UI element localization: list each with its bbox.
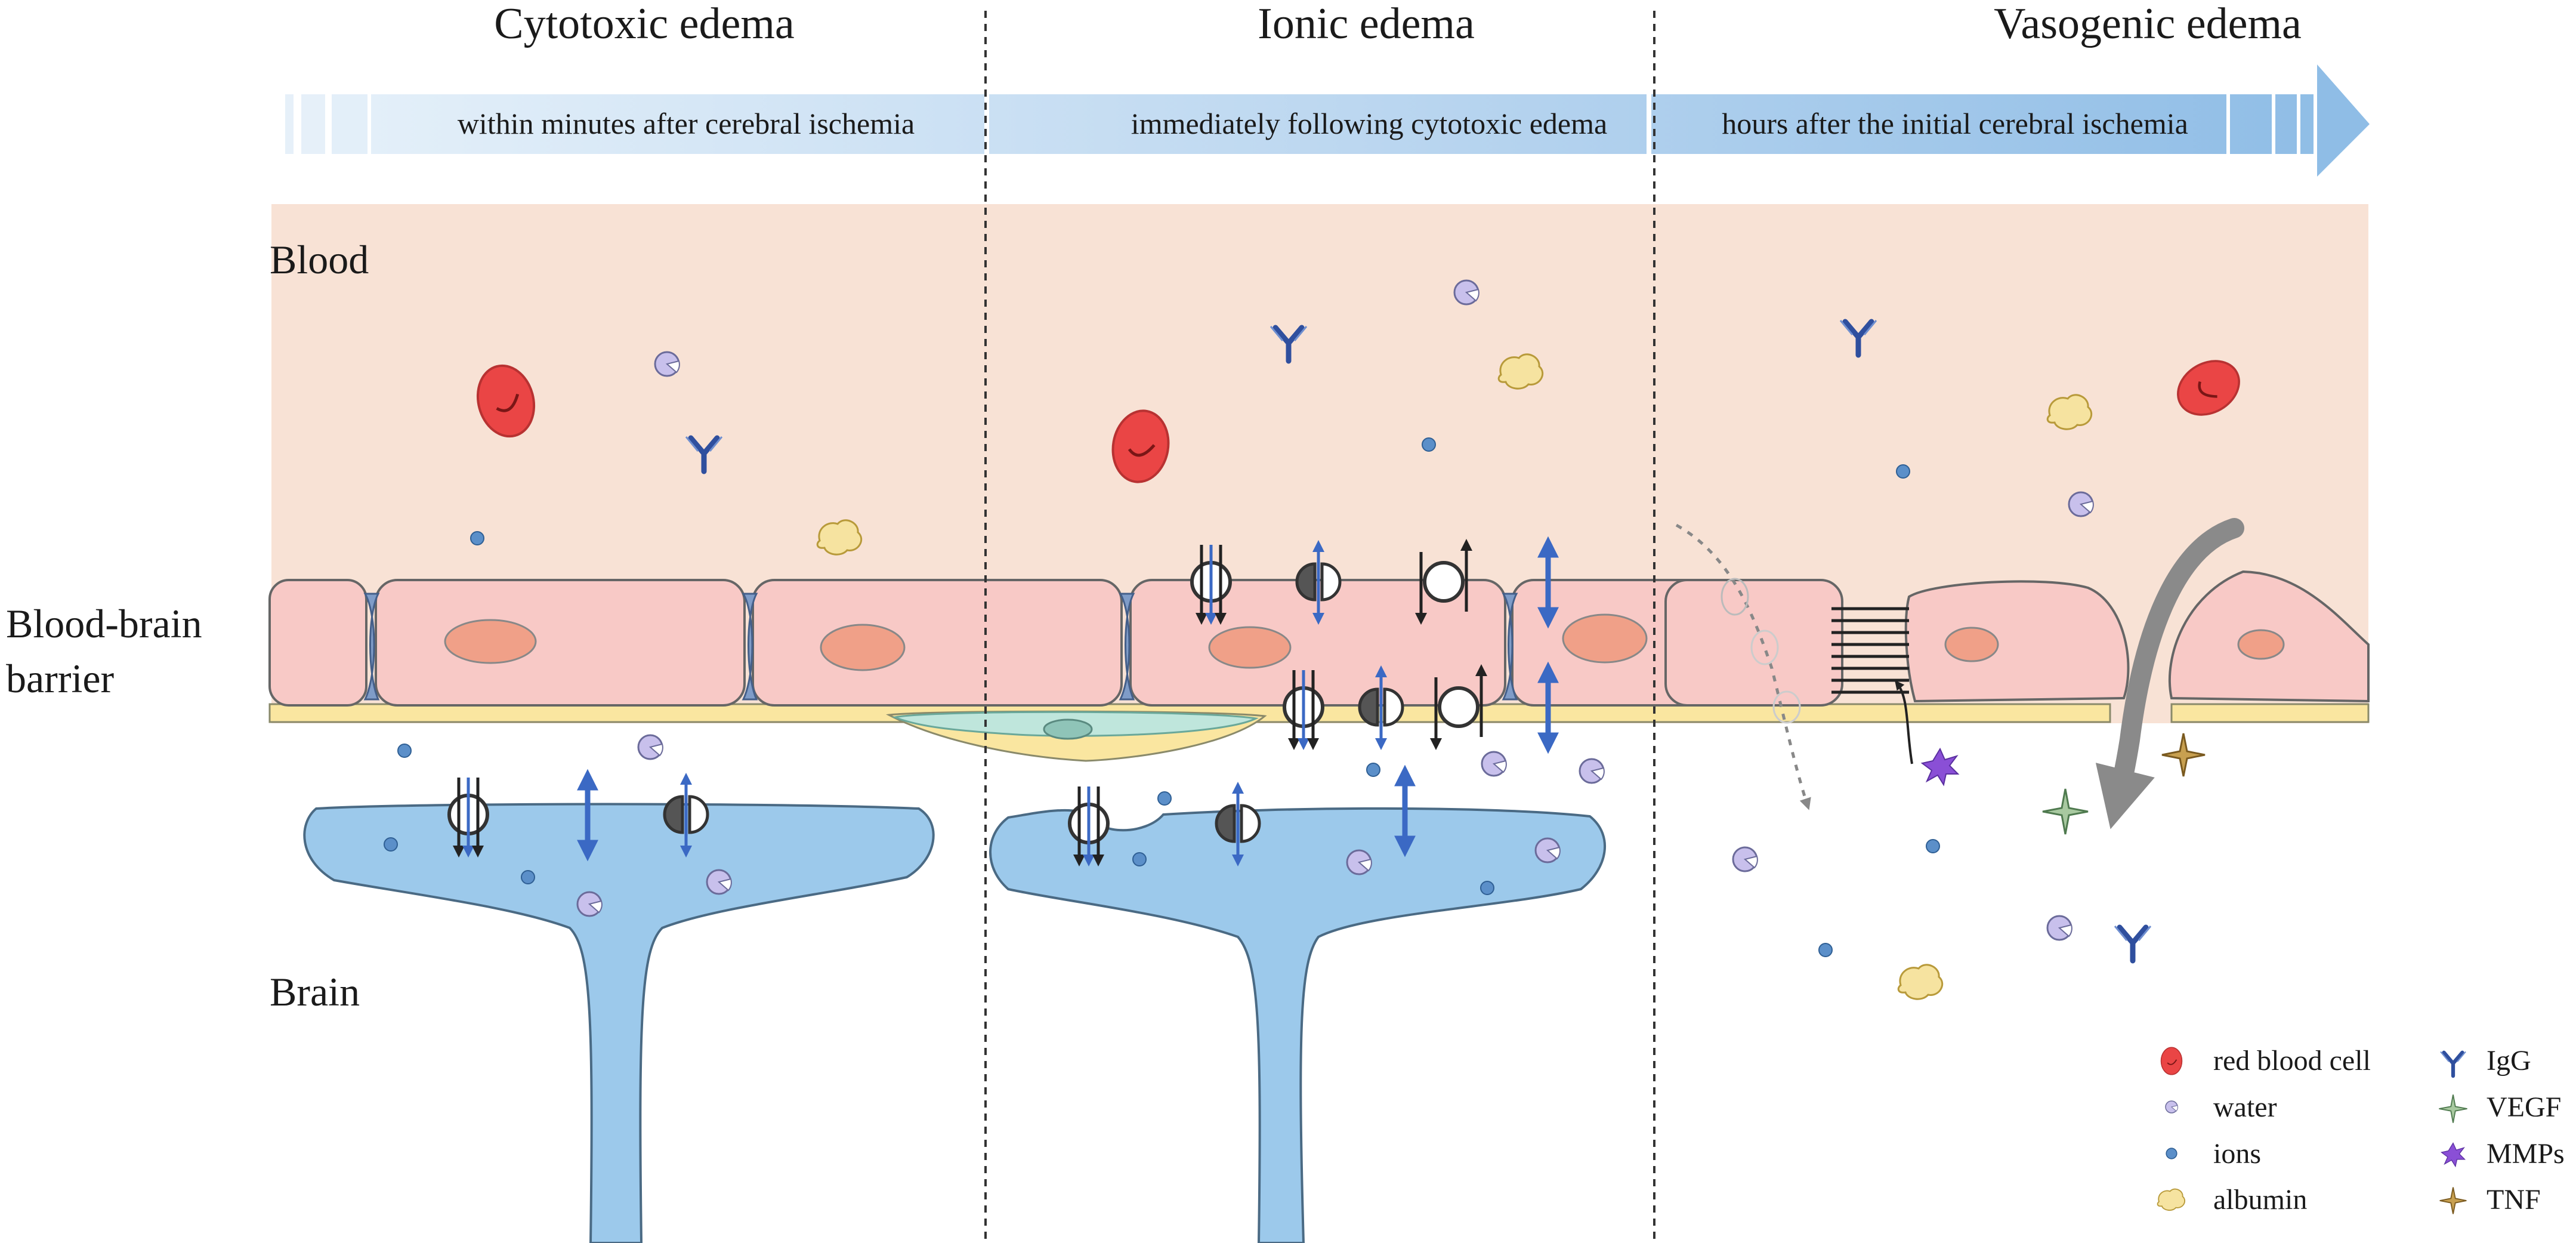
ion-icon	[1926, 839, 1940, 853]
water-icon	[1481, 751, 1508, 777]
legend-ion-icon	[2166, 1148, 2177, 1159]
banner-text-vasogenic: hours after the initial cerebral ischemi…	[1722, 107, 2188, 140]
igg-icon	[2115, 926, 2151, 961]
region-label-brain: Brain	[270, 969, 360, 1014]
albumin-icon	[1897, 964, 1944, 1000]
water-icon	[576, 891, 603, 917]
paracellular-leak-arrow	[1675, 523, 1811, 810]
water-icon	[1534, 837, 1561, 863]
legend-label-water: water	[2213, 1091, 2277, 1123]
water-icon	[706, 869, 733, 895]
barrier-breakdown-arrow	[2095, 518, 2244, 829]
tight-junctions	[363, 593, 1518, 701]
neuron-ionic	[989, 807, 1606, 1243]
water-icon	[1732, 846, 1759, 872]
ion-icon	[1896, 464, 1910, 479]
vegf-icon-scene	[2042, 788, 2089, 835]
water-icon	[1453, 279, 1480, 306]
legend: red blood cell water ions albumin IgG VE…	[2157, 1045, 2565, 1216]
ion-icon	[1366, 763, 1380, 777]
legend-igg-icon	[2441, 1051, 2466, 1076]
legend-red-blood-cell-icon	[2160, 1047, 2183, 1075]
water-icon	[1579, 758, 1605, 784]
legend-label-mmps: MMPs	[2487, 1138, 2565, 1170]
legend-water-icon	[2165, 1100, 2179, 1114]
legend-label-albumin: albumin	[2213, 1184, 2307, 1216]
legend-tnf-icon	[2439, 1187, 2467, 1214]
tnf-icon-scene	[2161, 733, 2206, 777]
region-label-bbb-line1: Blood-brain	[6, 601, 202, 646]
water-icon	[637, 734, 664, 760]
ion-icon	[1132, 852, 1147, 866]
neuron-cytotoxic	[303, 803, 935, 1243]
stage-title-vasogenic: Vasogenic edema	[1994, 0, 2302, 48]
banner-text-ionic: immediately following cytotoxic edema	[1131, 107, 1607, 140]
banner-text-cytotoxic: within minutes after cerebral ischemia	[458, 107, 915, 140]
water-icon	[2068, 491, 2095, 517]
ion-icon	[384, 837, 398, 852]
region-label-blood: Blood	[270, 237, 369, 282]
legend-label-red-blood-cell: red blood cell	[2213, 1045, 2371, 1077]
ion-icon	[1157, 791, 1172, 806]
legend-mmp-icon	[2440, 1142, 2466, 1168]
mmp-action-arrow	[1895, 680, 1913, 764]
ion-icon	[1480, 881, 1494, 895]
legend-vegf-icon	[2439, 1094, 2467, 1123]
timeline-arrow	[285, 64, 2370, 177]
legend-albumin-icon	[2157, 1188, 2186, 1211]
region-label-bbb-line2: barrier	[6, 656, 115, 701]
legend-label-ions: ions	[2213, 1138, 2261, 1170]
water-icon	[654, 351, 681, 377]
legend-label-vegf: VEGF	[2487, 1091, 2561, 1123]
stage-title-cytotoxic: Cytotoxic edema	[494, 0, 794, 48]
water-icon	[1346, 849, 1373, 875]
endothelial-layer	[268, 570, 2370, 707]
ion-icon	[397, 744, 412, 758]
mmp-icon-scene	[1920, 747, 1960, 786]
legend-label-igg: IgG	[2487, 1045, 2531, 1077]
ion-icon	[470, 531, 484, 545]
stage-title-ionic: Ionic edema	[1258, 0, 1475, 48]
ion-icon	[1422, 437, 1436, 452]
ion-icon	[1818, 943, 1833, 957]
water-icon	[2046, 915, 2073, 941]
ion-icon	[521, 870, 535, 884]
legend-label-tnf: TNF	[2487, 1184, 2541, 1216]
